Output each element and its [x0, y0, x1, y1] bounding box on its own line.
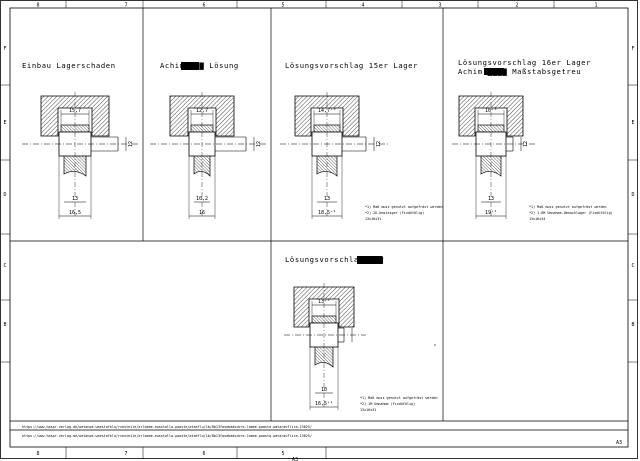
ruler-top-label: 4	[361, 3, 364, 9]
panel-note: 13x16x31	[360, 408, 376, 412]
panel-note: 13x16x34	[529, 217, 545, 221]
redaction-bar	[484, 68, 504, 75]
bearing-section: 15,7 13 16,5 12	[22, 92, 140, 219]
bore-dimension-label: 13	[324, 196, 330, 202]
ruler-right-label: B	[631, 322, 634, 328]
bore-dimension-label: 10,2	[196, 196, 208, 202]
top-dimension-label: 12,7	[196, 108, 208, 114]
ruler-right-label: E	[631, 120, 634, 126]
right-ruler-labels: F E D C B	[631, 46, 634, 328]
redaction-bar	[181, 62, 199, 70]
ruler-bottom-label: 5	[281, 451, 284, 457]
bearing-section: 14,7⁺⁰ 13 18,5⁺¹ 12 *1) Maß muss genutzt auf…	[280, 92, 443, 221]
bore-dimension-label: 13	[488, 196, 494, 202]
bottom-mark: A3	[292, 457, 298, 461]
ruler-left-label: B	[3, 322, 6, 328]
ruler-bottom-label: 8	[36, 451, 39, 457]
panel-title: Lösungsvorschlag ▇▇▇	[285, 255, 384, 264]
bottom-ruler-labels: 8 7 6 5	[36, 451, 284, 457]
bottom-dimension-label: 16,5⁺¹	[315, 401, 333, 407]
ruler-left-label: E	[3, 120, 6, 126]
ruler-top-label: 5	[281, 3, 284, 9]
page-id: A3	[616, 440, 622, 446]
ruler-right-label: D	[631, 192, 634, 198]
housing-section	[40, 95, 110, 137]
bottom-dimension-label: 19⁺¹	[485, 210, 497, 216]
ruler-bottom-label: 6	[202, 451, 205, 457]
bottom-ruler-lines	[65, 447, 327, 459]
panel-note: *1) Maß muss genutzt aufgefräst werden	[360, 396, 438, 400]
top-dimension-label: 15,7	[69, 108, 81, 114]
ruler-top-label: 7	[124, 3, 127, 9]
ruler-right-label: C	[631, 263, 634, 269]
inner-frame	[9, 7, 629, 448]
housing-section	[169, 95, 235, 137]
top-dimension-label: 13⁺⁰	[318, 299, 330, 305]
ruler-top-label: 8	[36, 3, 39, 9]
housing-section	[293, 286, 355, 328]
ruler-right-label: F	[631, 46, 634, 52]
ruler-top-label: 2	[515, 3, 518, 9]
height-dimension-label: 12	[128, 141, 134, 147]
bottom-dimension-label: 16	[199, 210, 205, 216]
panel-note: *2) 2K-Umsteiger (Fixdüfölig)	[365, 211, 424, 215]
top-dimension-label: 16⁺⁰	[485, 108, 497, 114]
bearing-section: 16⁺⁰ 13 19⁺¹ 12 *1) Maß muss genutzt aufgefr…	[452, 92, 613, 221]
panel-note: *2) 1M Umnahme (Fixdüfölig)	[360, 402, 415, 406]
side-ruler-lines	[0, 84, 638, 363]
panel-title: Lösungsvorschlag 15er Lager	[285, 61, 418, 70]
top-ruler	[65, 0, 555, 8]
panel-title: Lösungsvorschlag 16er Lager	[458, 58, 591, 67]
ruler-left-label: F	[3, 46, 6, 52]
panel-grid	[10, 8, 628, 431]
bore-dimension-label: 10	[321, 387, 327, 393]
panel-note: *2) 1.6M Umnahme-Umnachlager (Fixdüfölig…	[529, 211, 613, 215]
bore-dimension-label: 13	[72, 196, 78, 202]
bottom-dimension-label: 18,5⁺¹	[318, 210, 336, 216]
ruler-top-label: 6	[202, 3, 205, 9]
housing-section	[458, 95, 524, 137]
bearing-section: 12,7 10,2 16 12	[150, 92, 268, 219]
top-dimension-label: 14,7⁺⁰	[318, 108, 336, 114]
panel-title: Achim ▇▇▇ Lösung	[160, 61, 239, 70]
ruler-left-label: C	[3, 263, 6, 269]
panel-title: Einbau Lagerschaden	[22, 61, 116, 70]
left-ruler-labels: F E D C B	[3, 46, 6, 328]
height-dimension-label: 12	[256, 141, 262, 147]
panel-subtitle: Achim ▇▇▇▇ Maßstabsgetreu	[458, 67, 581, 76]
bottom-dimension-label: 16,5	[69, 210, 81, 216]
top-ruler-labels: 8 7 6 5 4 3 2 1	[36, 3, 597, 9]
reference-url: https://www.haspr-verlag.de/wetanoa-waes…	[22, 425, 312, 429]
bearing-section: 13⁺⁰ 10 16,5⁺¹ *1) Maß muss genutzt aufgefr…	[284, 283, 438, 412]
panel-note: *1) Maß muss genutzt aufgefräst werden	[365, 205, 443, 209]
height-dimension-label: 12	[523, 141, 529, 147]
height-dimension-label: 12	[376, 141, 382, 147]
panel-note: *1) Maß muss genutzt aufgefräst werden	[529, 205, 607, 209]
ruler-bottom-label: 7	[124, 451, 127, 457]
redaction-bar	[357, 256, 382, 264]
housing-section	[294, 95, 360, 137]
panel-note: 13x16x31	[365, 217, 381, 221]
ruler-left-label: D	[3, 192, 6, 198]
ruler-top-label: 1	[594, 3, 597, 9]
ruler-top-label: 3	[438, 3, 441, 9]
bearing-drawings: 15,7 13 16,5 12 12,7 10,2 16 12 14,7⁺⁰ 13 18,5⁺¹ 12…	[22, 62, 613, 412]
reference-url: https://www.haspr-verlag.de/wetanoa-waes…	[22, 434, 312, 438]
